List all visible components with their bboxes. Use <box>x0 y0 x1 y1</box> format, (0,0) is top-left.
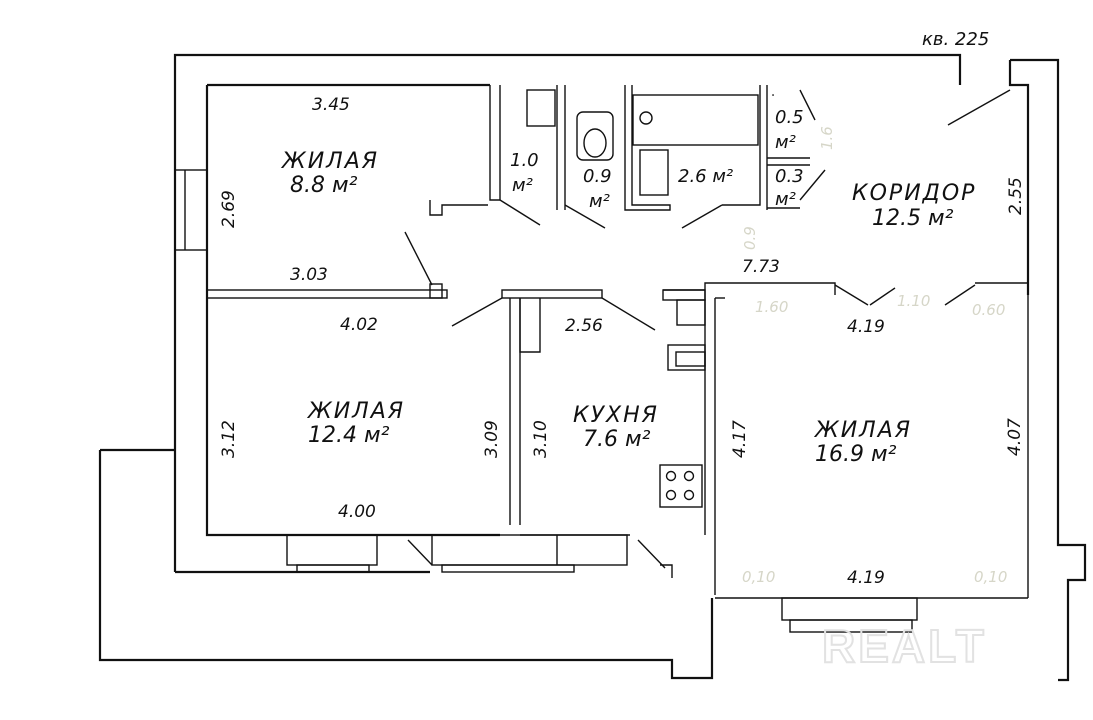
window-left <box>174 169 208 251</box>
apartment-label: кв. 225 <box>922 29 989 50</box>
faint-mark-3: 1.60 <box>755 298 788 316</box>
toilet-icon <box>576 111 614 161</box>
fixtures <box>526 89 774 508</box>
room-area-living-1: 8.8 м² <box>290 173 358 198</box>
dimension-4-17: 4.17 <box>730 420 750 458</box>
dimension-4-19-top: 4.19 <box>847 317 885 337</box>
room-name-living-3: ЖИЛАЯ <box>813 418 912 443</box>
dimension-3-10: 3.10 <box>531 420 551 458</box>
dimension-4-07: 4.07 <box>1005 418 1025 456</box>
dimension-2-56: 2.56 <box>565 316 603 336</box>
sink-icon <box>639 149 669 196</box>
interior-walls <box>206 85 1029 599</box>
outer-walls <box>98 53 1087 682</box>
room-name-kitchen: КУХНЯ <box>573 403 659 428</box>
room-name-living-1: ЖИЛАЯ <box>280 149 379 174</box>
closet-2-value: 0.5 <box>775 107 804 128</box>
room-name-living-2: ЖИЛАЯ <box>306 399 405 424</box>
dimension-7-73: 7.73 <box>742 257 780 277</box>
faint-mark-6: 0,10 <box>742 568 775 586</box>
faint-mark-1: 1.6 <box>818 126 836 150</box>
faint-mark-2: 0.9 <box>741 226 759 250</box>
bathtub-icon <box>632 94 759 146</box>
dimension-3-03: 3.03 <box>290 265 328 285</box>
faint-mark-7: 0,10 <box>974 568 1007 586</box>
faint-mark-4: 1.10 <box>897 292 930 310</box>
faint-marks: 1.6 0.9 1.60 1.10 0.60 0,10 0,10 <box>741 126 1007 586</box>
bath-area: 2.6 м² <box>678 166 733 187</box>
dimension-4-02: 4.02 <box>340 315 378 335</box>
closet-3-unit: м² <box>775 189 796 210</box>
dimension-3-12: 3.12 <box>219 420 239 458</box>
closet-1-value: 1.0 <box>510 150 539 171</box>
closet-3-value: 0.3 <box>775 166 804 187</box>
room-area-corridor: 12.5 м² <box>872 206 954 231</box>
closet-2-unit: м² <box>775 132 796 153</box>
wc-value: 0.9 <box>583 166 612 187</box>
dimension-2-69: 2.69 <box>219 190 239 228</box>
doors <box>404 89 1011 578</box>
closet-1-unit: м² <box>512 175 533 196</box>
stove-icon <box>659 464 703 508</box>
windows-bottom <box>286 534 918 633</box>
room-area-living-2: 12.4 м² <box>308 423 390 448</box>
dimension-labels: 3.45 2.69 3.03 4.02 2.56 7.73 2.55 4.19 … <box>219 95 1026 588</box>
room-area-kitchen: 7.6 м² <box>583 427 651 452</box>
dimension-3-09: 3.09 <box>482 420 502 458</box>
faint-mark-5: 0.60 <box>972 301 1005 319</box>
dimension-3-45: 3.45 <box>312 95 350 115</box>
dimension-4-19-bottom: 4.19 <box>847 568 885 588</box>
dimension-4-00: 4.00 <box>338 502 376 522</box>
room-area-living-3: 16.9 м² <box>815 442 897 467</box>
room-name-corridor: КОРИДОР <box>852 181 976 206</box>
dimension-2-55: 2.55 <box>1006 177 1026 215</box>
wc-unit: м² <box>589 191 610 212</box>
watermark-logo: REALT <box>822 620 987 672</box>
closet-shelf <box>526 89 556 127</box>
